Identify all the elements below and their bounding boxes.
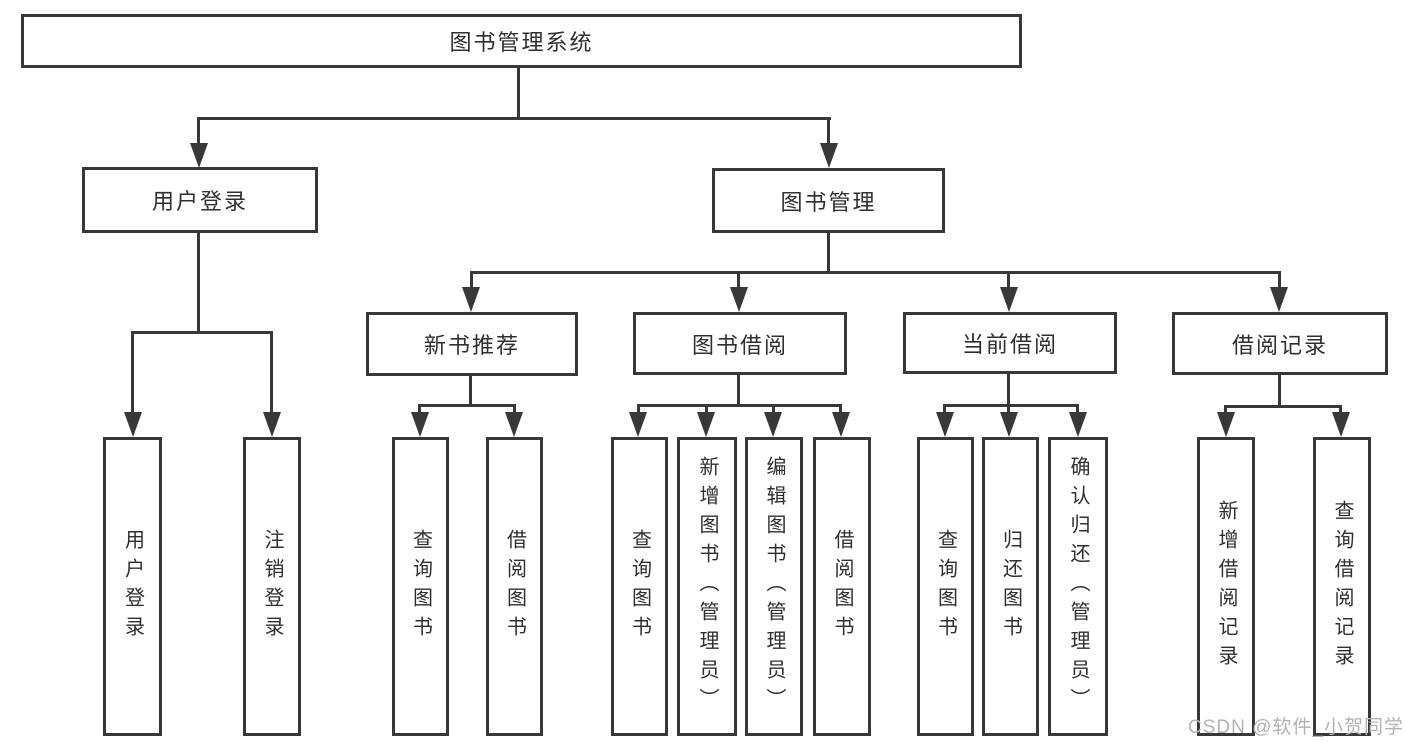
arrow-down-icon <box>1270 287 1288 312</box>
leaf-logout: 注销登录 <box>243 437 301 736</box>
arrow-down-icon <box>411 412 429 437</box>
connector-user-horizontal <box>131 331 272 334</box>
connector-groupB-drop2 <box>705 404 708 416</box>
node-current-borrowing: 当前借阅 <box>903 312 1117 374</box>
connector-user-stem <box>197 232 200 334</box>
leaf-label: 归还图书 <box>999 528 1022 645</box>
connector-groupB-drop4 <box>839 404 842 416</box>
connector-l1-horizontal <box>197 117 831 120</box>
connector-user-drop-right <box>270 331 273 415</box>
connector-drop-book-mgmt <box>827 117 830 149</box>
leaf-label: 编辑图书（管理员） <box>763 456 785 717</box>
connector-l2-horizontal <box>470 271 1281 274</box>
arrow-down-icon <box>462 287 480 312</box>
csdn-watermark: CSDN @软件_小贺同学 <box>1188 717 1404 738</box>
leaf-borrow-books: 借阅图书 <box>813 437 871 736</box>
connector-groupD-horizontal <box>1224 405 1342 408</box>
leaf-label: 确认归还（管理员） <box>1067 456 1089 717</box>
arrow-down-icon <box>1069 412 1087 437</box>
arrow-down-icon <box>1000 287 1018 312</box>
arrow-down-icon <box>697 412 715 437</box>
connector-groupA-stem <box>469 375 472 407</box>
arrow-down-icon <box>190 143 208 168</box>
connector-groupD-drop1 <box>1224 405 1227 416</box>
leaf-edit-books-admin: 编辑图书（管理员） <box>745 437 803 736</box>
connector-user-drop-left <box>131 331 134 415</box>
leaf-add-books-admin: 新增图书（管理员） <box>677 437 737 736</box>
node-borrowing-records-label: 借阅记录 <box>1231 332 1328 358</box>
leaf-label: 借阅图书 <box>831 528 853 645</box>
leaf-query-borrow-record: 查询借阅记录 <box>1313 437 1371 736</box>
leaf-user-login: 用户登录 <box>103 437 162 736</box>
node-book-borrowing-label: 图书借阅 <box>691 332 788 358</box>
node-root: 图书管理系统 <box>21 14 1022 68</box>
connector-groupC-drop1 <box>943 404 946 416</box>
arrow-down-icon <box>1332 412 1350 437</box>
connector-drop-borrowrec <box>1278 271 1281 291</box>
leaf-borrow-books-recommend: 借阅图书 <box>486 437 543 736</box>
connector-drop-user-login <box>197 117 200 149</box>
node-new-book-recommend: 新书推荐 <box>366 312 578 376</box>
connector-groupA-drop2 <box>513 404 516 416</box>
leaf-label: 查询图书 <box>628 528 651 645</box>
leaf-label: 查询借阅记录 <box>1331 499 1353 674</box>
node-user-login-label: 用户登录 <box>151 189 248 214</box>
arrow-down-icon <box>124 412 142 437</box>
connector-groupA-horizontal <box>418 404 516 407</box>
leaf-label: 用户登录 <box>121 528 144 645</box>
node-current-borrowing-label: 当前借阅 <box>961 332 1058 357</box>
connector-groupC-drop2 <box>1007 404 1010 416</box>
connector-groupB-stem <box>737 374 740 407</box>
node-book-management: 图书管理 <box>712 168 945 233</box>
connector-groupC-stem <box>1007 373 1010 407</box>
connector-groupC-drop3 <box>1076 404 1079 416</box>
arrow-down-icon <box>936 412 954 437</box>
connector-groupA-drop1 <box>418 404 421 416</box>
leaf-query-books-current: 查询图书 <box>917 437 974 736</box>
arrow-down-icon <box>820 143 838 168</box>
leaf-label: 查询图书 <box>409 528 432 645</box>
leaf-label: 借阅图书 <box>503 528 526 645</box>
node-root-label: 图书管理系统 <box>449 30 594 55</box>
connector-mgmt-stem <box>827 233 830 274</box>
arrow-down-icon <box>1000 412 1018 437</box>
arrow-down-icon <box>505 412 523 437</box>
node-new-book-recommend-label: 新书推荐 <box>423 333 520 358</box>
connector-drop-currborrow <box>1007 271 1010 291</box>
connector-groupB-horizontal <box>637 404 842 407</box>
node-book-management-label: 图书管理 <box>780 189 877 215</box>
node-user-login: 用户登录 <box>82 167 318 233</box>
node-book-borrowing: 图书借阅 <box>633 312 847 375</box>
arrow-down-icon <box>629 412 647 437</box>
leaf-label: 注销登录 <box>261 528 283 645</box>
connector-groupC-horizontal <box>943 404 1079 407</box>
connector-drop-bookborrow <box>737 271 740 291</box>
arrow-down-icon <box>730 287 748 312</box>
connector-groupB-drop1 <box>637 404 640 416</box>
leaf-label: 查询图书 <box>934 528 957 645</box>
connector-groupB-drop3 <box>772 404 775 416</box>
leaf-query-books-borrowing: 查询图书 <box>611 437 668 736</box>
leaf-label: 新增借阅记录 <box>1215 499 1237 674</box>
arrow-down-icon <box>832 412 850 437</box>
connector-groupD-stem <box>1278 375 1281 408</box>
leaf-label: 新增图书（管理员） <box>696 456 718 717</box>
arrow-down-icon <box>764 412 782 437</box>
leaf-query-books-recommend: 查询图书 <box>392 437 449 736</box>
arrow-down-icon <box>263 412 281 437</box>
connector-root-stem <box>517 67 520 120</box>
connector-drop-newbook <box>470 271 473 291</box>
node-borrowing-records: 借阅记录 <box>1172 312 1388 375</box>
leaf-add-borrow-record: 新增借阅记录 <box>1197 437 1255 736</box>
connector-groupD-drop2 <box>1339 405 1342 416</box>
leaf-return-books: 归还图书 <box>982 437 1039 736</box>
leaf-confirm-return-admin: 确认归还（管理员） <box>1048 437 1108 736</box>
arrow-down-icon <box>1217 412 1235 437</box>
